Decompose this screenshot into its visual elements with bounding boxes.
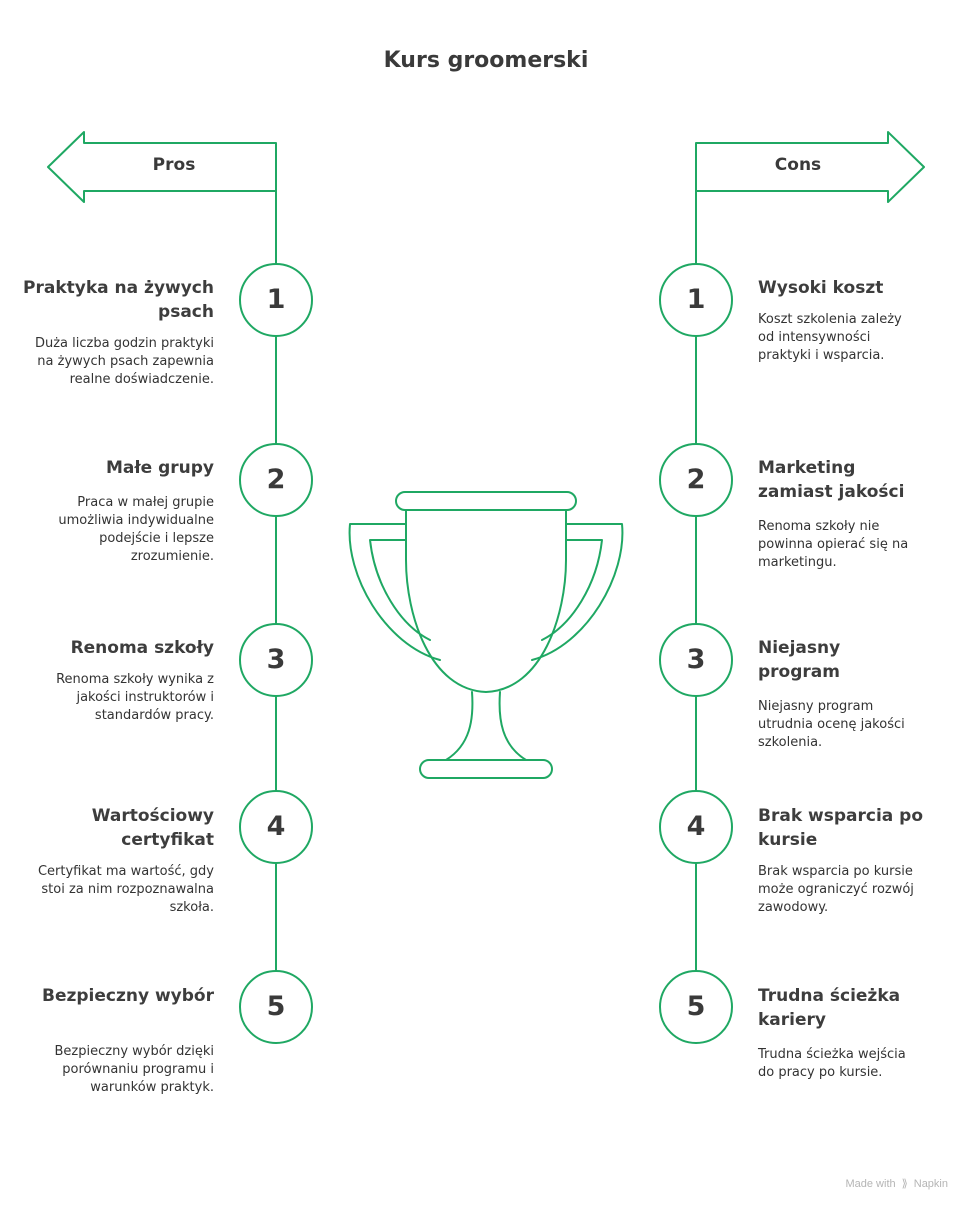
cons-circle-4 xyxy=(659,790,733,864)
cons-item-title: Brak wsparcia po kursie xyxy=(758,806,924,850)
cons-circle-5 xyxy=(659,970,733,1044)
pros-number-5: 5 xyxy=(266,991,286,1022)
pros-item-description: Bezpieczny wybór dzięki porównaniu progr… xyxy=(54,1044,214,1095)
pros-number-1: 1 xyxy=(266,284,286,315)
pros-item-title: Małe grupy xyxy=(105,458,214,478)
pros-item-description: Renoma szkoły wynika z jakości instrukto… xyxy=(56,672,214,723)
pros-number-3: 3 xyxy=(266,644,286,675)
cons-item-description: Brak wsparcia po kursie może ograniczyć … xyxy=(758,864,914,915)
cons-label: Cons xyxy=(774,155,822,175)
pros-number-4: 4 xyxy=(266,811,286,842)
cons-circle-1 xyxy=(659,263,733,337)
trophy-icon xyxy=(348,491,624,779)
pros-circle-5 xyxy=(239,970,313,1044)
cons-item-description: Niejasny program utrudnia ocenę jakości … xyxy=(758,699,905,750)
pros-item-title: Renoma szkoły xyxy=(70,638,214,658)
footer-credit: Made with ⟫ Napkin xyxy=(845,1177,948,1190)
pros-item-description: Duża liczba godzin praktyki na żywych ps… xyxy=(34,336,214,387)
cons-number-5: 5 xyxy=(686,991,706,1022)
pros-item-description: Certyfikat ma wartość, gdy stoi za nim r… xyxy=(37,864,214,915)
cons-number-2: 2 xyxy=(686,464,706,495)
pros-circle-1 xyxy=(239,263,313,337)
footer-text: Made with xyxy=(845,1178,896,1190)
pros-item-title: Bezpieczny wybór xyxy=(41,986,214,1006)
cons-circle-2 xyxy=(659,443,733,517)
footer-brand: Napkin xyxy=(913,1178,948,1190)
pros-item-title: Praktyka na żywych psach xyxy=(23,278,214,322)
cons-item-description: Koszt szkolenia zależy od intensywności … xyxy=(758,312,902,363)
pros-number-2: 2 xyxy=(266,464,286,495)
cons-item-title: Wysoki koszt xyxy=(758,278,884,298)
cons-item-title: Niejasny program xyxy=(758,638,841,682)
cons-number-4: 4 xyxy=(686,811,706,842)
pros-circle-2 xyxy=(239,443,313,517)
cons-item-description: Trudna ścieżka wejścia do pracy po kursi… xyxy=(758,1047,906,1080)
pros-label: Pros xyxy=(152,155,196,175)
cons-item-description: Renoma szkoły nie powinna opierać się na… xyxy=(758,519,909,570)
pros-item-title: Wartościowy certyfikat xyxy=(91,806,214,850)
cons-circle-3 xyxy=(659,623,733,697)
cons-number-1: 1 xyxy=(686,284,706,315)
page-title: Kurs groomerski xyxy=(383,48,589,73)
cons-item-title: Marketing zamiast jakości xyxy=(758,458,905,502)
pros-item-description: Praca w małej grupie umożliwia indywidua… xyxy=(58,495,214,564)
pros-circle-4 xyxy=(239,790,313,864)
cons-number-3: 3 xyxy=(686,644,706,675)
pros-arrow-shape xyxy=(47,131,277,203)
pros-circle-3 xyxy=(239,623,313,697)
cons-arrow-shape xyxy=(695,131,925,203)
cons-item-title: Trudna ścieżka kariery xyxy=(758,986,901,1030)
napkin-logo-icon: ⟫ xyxy=(901,1178,908,1190)
